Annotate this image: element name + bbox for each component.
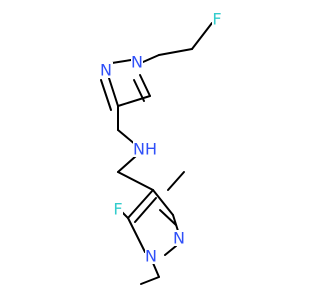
molecule-structure: F N N NH F N N: [100, 10, 222, 285]
bond-n2b-n1b: [164, 245, 177, 256]
atom-fluorine-top: F: [212, 10, 221, 29]
bond-ch2-c4b: [117, 171, 154, 191]
bond-n1b-c5b: [127, 217, 146, 253]
atom-nitrogen-2: N: [100, 61, 112, 80]
bond-c4-c5-double: [133, 79, 145, 102]
bond-n1b-ch2: [152, 262, 160, 278]
bond-n2-c3: [107, 74, 119, 107]
bond-lines: [100, 22, 213, 285]
bond-f-ch2: [191, 22, 213, 50]
atom-nitrogen-4: N: [145, 247, 157, 266]
bond-c4-c5: [139, 74, 151, 97]
bond-n1-n2: [111, 59, 132, 64]
bond-n2-c3-double: [100, 79, 112, 111]
bond-c5b-c4b-double: [134, 197, 157, 223]
atom-fluorine-bottom: F: [113, 200, 122, 219]
bond-ch2-ch2: [158, 48, 193, 56]
bond-c3b-n2b: [172, 214, 179, 232]
bond-c3b-methyl: [167, 171, 185, 191]
bond-c3-c4: [117, 95, 151, 107]
atom-labels: F N N NH F N N: [100, 10, 222, 266]
bond-ch2-ch3: [140, 276, 160, 285]
bond-c5b-c4b: [127, 189, 154, 219]
atom-amine-nh: NH: [133, 140, 157, 159]
bond-ch2-n1: [142, 54, 160, 63]
bond-c4b-c3b-double: [159, 209, 177, 226]
bond-nh-ch2: [117, 155, 137, 173]
atom-nitrogen-3: N: [173, 229, 185, 248]
bond-c4b-c3b: [152, 189, 174, 216]
atom-nitrogen-1: N: [131, 53, 143, 72]
